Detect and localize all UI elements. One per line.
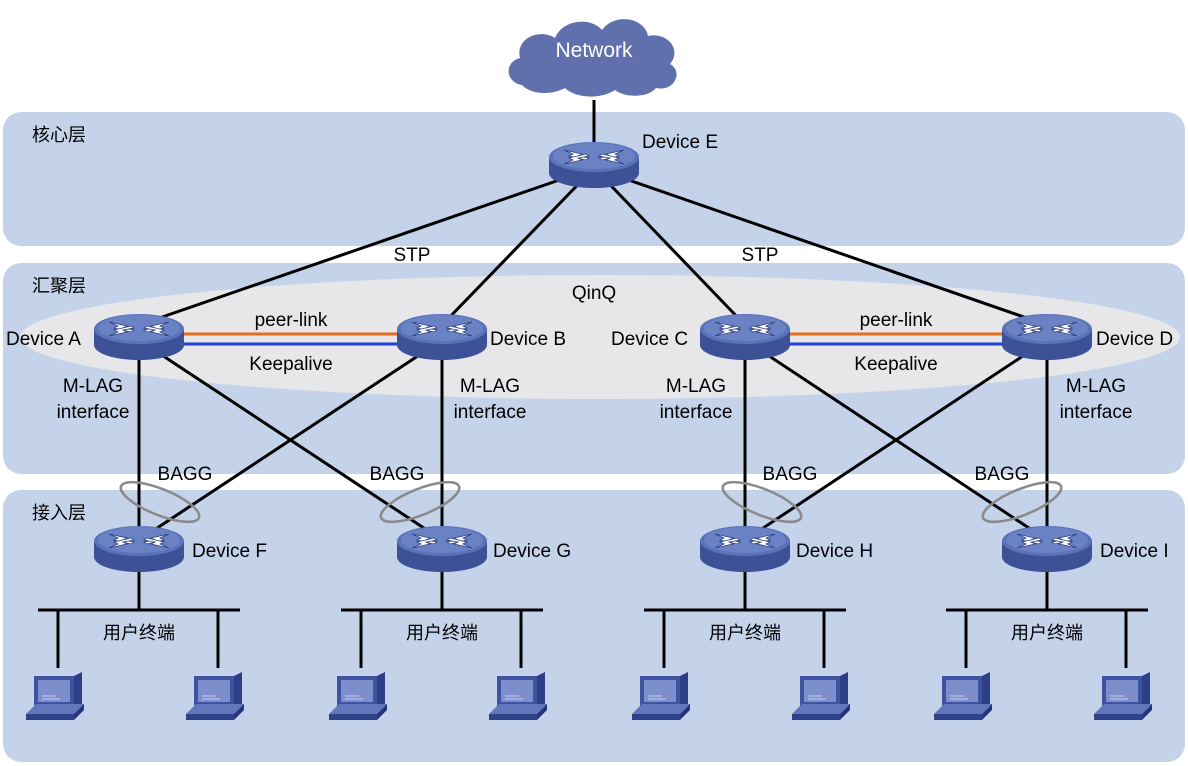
pc-icon — [488, 671, 548, 721]
user-terminal-label-i: 用户终端 — [1011, 623, 1083, 644]
access-layer-label: 接入层 — [32, 503, 86, 524]
mlag-label-a-line1: M-LAG — [63, 376, 123, 397]
stp-label-right: STP — [742, 245, 779, 266]
core-layer-label: 核心层 — [32, 125, 86, 146]
pc-icon — [1093, 671, 1153, 721]
qinq-label: QinQ — [572, 283, 616, 304]
bagg-rings — [119, 480, 1063, 524]
device-g-switch-icon — [396, 525, 488, 573]
device-e-switch-icon — [548, 141, 640, 189]
network-label: Network — [555, 39, 633, 62]
mlag-label-c-line1: M-LAG — [666, 376, 726, 397]
keepalive-label-cd: Keepalive — [854, 354, 937, 375]
mlag-label-d-line1: M-LAG — [1066, 376, 1126, 397]
bagg-label-g: BAGG — [370, 464, 425, 485]
lan-buses — [38, 570, 1148, 668]
device-b-switch-icon — [396, 313, 488, 361]
device-d-label: Device D — [1096, 329, 1173, 350]
device-h-label: Device H — [796, 541, 873, 562]
peer-link-label-cd: peer-link — [860, 310, 933, 331]
stp-label-left: STP — [394, 245, 431, 266]
network-cloud-icon — [508, 19, 677, 97]
mlag-label-a-line2: interface — [57, 402, 130, 423]
aggregation-layer-label: 汇聚层 — [32, 276, 86, 297]
bagg-label-h: BAGG — [763, 464, 818, 485]
qinq-ellipse — [20, 275, 1180, 399]
device-i-switch-icon — [1001, 525, 1093, 573]
bagg-label-i: BAGG — [975, 464, 1030, 485]
user-terminal-label-h: 用户终端 — [709, 623, 781, 644]
device-c-label: Device C — [611, 329, 688, 350]
device-a-label: Device A — [6, 329, 81, 350]
mlag-label-c-line2: interface — [660, 402, 733, 423]
device-f-label: Device F — [192, 541, 267, 562]
mlag-label-b-line2: interface — [454, 402, 527, 423]
pc-icon — [328, 671, 388, 721]
pc-icon — [631, 671, 691, 721]
device-i-label: Device I — [1100, 541, 1169, 562]
device-a-switch-icon — [93, 313, 185, 361]
pc-icon — [791, 671, 851, 721]
device-c-switch-icon — [699, 313, 791, 361]
user-terminal-label-f: 用户终端 — [103, 623, 175, 644]
device-h-switch-icon — [699, 525, 791, 573]
user-terminal-label-g: 用户终端 — [406, 623, 478, 644]
pc-icon — [933, 671, 993, 721]
mlag-label-d-line2: interface — [1060, 402, 1133, 423]
keepalive-label-ab: Keepalive — [249, 354, 332, 375]
device-e-label: Device E — [642, 132, 718, 153]
device-d-switch-icon — [1001, 313, 1093, 361]
access-layer-band — [3, 490, 1185, 762]
mlag-label-b-line1: M-LAG — [460, 376, 520, 397]
peer-link-label-ab: peer-link — [255, 310, 328, 331]
device-g-label: Device G — [493, 541, 571, 562]
pc-icon — [25, 671, 85, 721]
device-f-switch-icon — [93, 525, 185, 573]
bagg-label-f: BAGG — [158, 464, 213, 485]
pc-icon — [185, 671, 245, 721]
device-b-label: Device B — [490, 329, 566, 350]
